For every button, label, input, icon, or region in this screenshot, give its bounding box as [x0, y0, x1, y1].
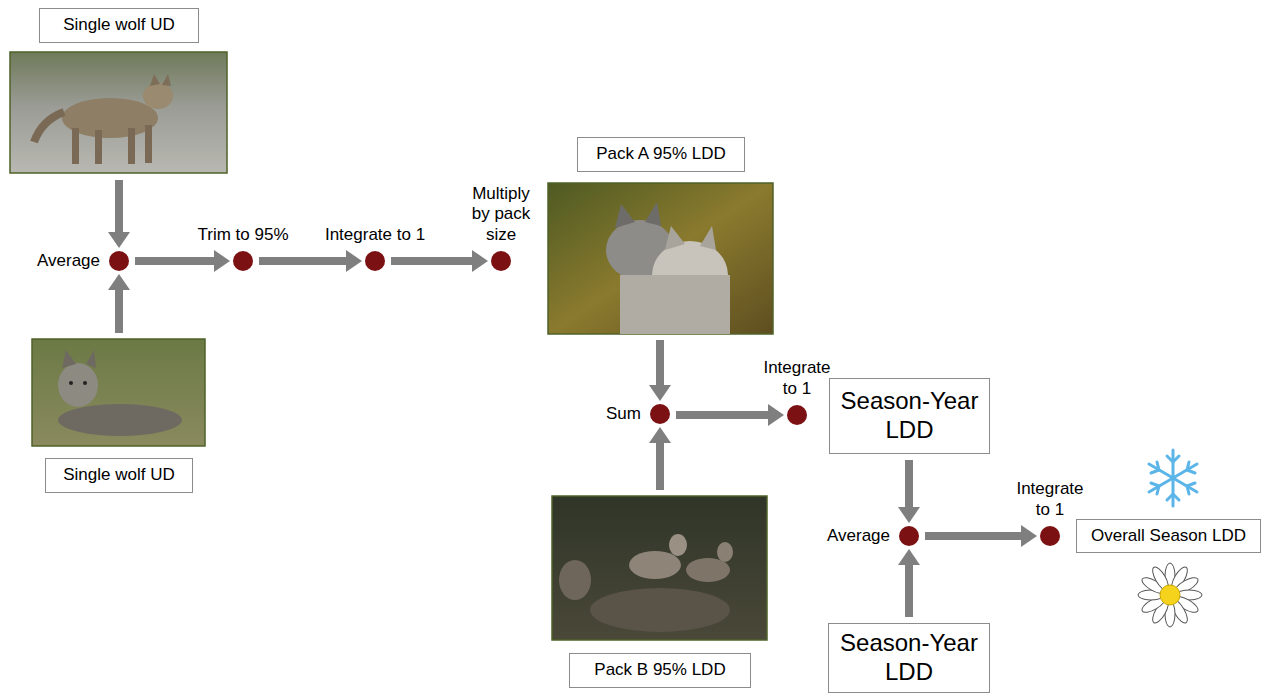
arrow-connector	[391, 250, 488, 272]
process-dot: Sum	[650, 404, 670, 424]
process-dot: Integrate to 1	[1040, 526, 1060, 546]
process-dot: Integrate to 1	[365, 251, 385, 271]
arrow-connector	[108, 274, 130, 333]
label-box: Single wolf UD	[45, 458, 193, 493]
arrow-head	[108, 232, 130, 248]
arrow-shaft	[115, 180, 123, 234]
daisy-icon	[1138, 563, 1202, 627]
arrow-shaft	[135, 257, 216, 265]
arrow-shaft	[905, 563, 913, 617]
process-dot: Trim to 95%	[233, 251, 253, 271]
arrow-head	[768, 404, 784, 426]
result-box: Season-Year LDD	[829, 378, 990, 454]
label-box: Pack B 95% LDD	[569, 653, 751, 688]
process-dot: Multiply by pack size	[491, 251, 511, 271]
step-label: Sum	[606, 404, 641, 424]
label-box: Pack A 95% LDD	[577, 137, 745, 172]
step-label: Average	[827, 526, 890, 546]
arrow-connector	[898, 549, 920, 617]
arrow-head	[346, 250, 362, 272]
arrow-shaft	[391, 257, 474, 265]
photo-panel: Pack B 95% LDD	[552, 496, 768, 689]
arrow-connector	[649, 427, 671, 490]
wolf-photo	[32, 339, 205, 446]
process-dot: Average	[899, 526, 919, 546]
node-text: Season-Year LDD	[837, 629, 981, 687]
arrow-head	[472, 250, 488, 272]
node-text: Single wolf UD	[63, 465, 175, 485]
node-text: Single wolf UD	[63, 15, 175, 35]
arrow-head	[649, 427, 671, 443]
wolf-photo	[10, 52, 227, 173]
arrow-connector	[649, 340, 671, 401]
process-dot: Integrate to 1	[787, 405, 807, 425]
arrow-head	[649, 385, 671, 401]
photo-panel: Pack A 95% LDD	[548, 137, 774, 334]
arrow-connector	[925, 525, 1037, 547]
arrow-connector	[135, 250, 230, 272]
step-label: Average	[37, 251, 100, 271]
arrow-connector	[898, 460, 920, 523]
step-label: Trim to 95%	[197, 225, 288, 245]
arrow-head	[898, 507, 920, 523]
wolf-pack-photo	[548, 183, 773, 334]
step-label: Integrate to 1	[1010, 479, 1090, 520]
photo-panel: Single wolf UD	[32, 339, 206, 494]
node-text: Season-Year LDD	[838, 387, 981, 445]
arrow-head	[1021, 525, 1037, 547]
node-text: Pack B 95% LDD	[594, 660, 725, 680]
arrow-connector	[259, 250, 362, 272]
arrow-shaft	[905, 460, 913, 509]
arrow-shaft	[925, 532, 1023, 540]
node-text: Overall Season LDD	[1091, 526, 1246, 546]
step-label: Integrate to 1	[757, 358, 837, 399]
arrow-shaft	[656, 340, 664, 387]
arrow-head	[898, 549, 920, 565]
arrow-connector	[676, 404, 784, 426]
arrow-shaft	[259, 257, 348, 265]
arrow-shaft	[115, 288, 123, 333]
arrow-shaft	[676, 411, 770, 419]
arrow-head	[214, 250, 230, 272]
result-box: Season-Year LDD	[828, 623, 990, 693]
process-dot: Average	[109, 251, 129, 271]
step-label: Integrate to 1	[325, 225, 425, 245]
wolf-pack-photo	[552, 496, 767, 640]
photo-panel: Single wolf UD	[10, 8, 228, 174]
snowflake-icon	[1149, 450, 1197, 506]
node-text: Pack A 95% LDD	[596, 144, 725, 164]
result-box: Overall Season LDD	[1076, 519, 1261, 553]
arrow-head	[108, 274, 130, 290]
arrow-shaft	[656, 441, 664, 490]
label-box: Single wolf UD	[39, 8, 199, 43]
arrow-connector	[108, 180, 130, 248]
step-label: Multiply by pack size	[461, 184, 541, 245]
